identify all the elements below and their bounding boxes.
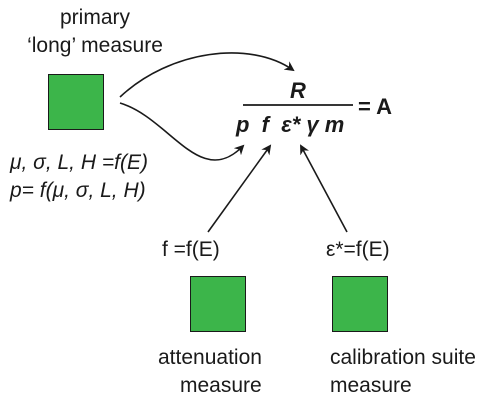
primary-title-line2: ‘long’ measure (27, 34, 163, 57)
arrow-calibration-to-epsilon (300, 144, 348, 233)
primary-equation-line2: p= f(μ, σ, L, H) (10, 179, 146, 202)
primary-measure-box (48, 74, 104, 130)
equation-numerator: R (290, 78, 306, 103)
calibration-label-line2: measure (330, 374, 412, 397)
equation-denominator: p f ε* γ m (236, 112, 345, 137)
arrow-attenuation-to-f (207, 144, 272, 233)
calibration-relation: ε*=f(E) (326, 238, 390, 261)
arrow-primary-to-numerator (119, 52, 295, 98)
attenuation-label-line1: attenuation (158, 346, 262, 369)
arrow-primary-to-denominator (119, 102, 245, 161)
calibration-label-line1: calibration suite (330, 346, 476, 369)
primary-equation-line1: μ, σ, L, H =f(E) (10, 151, 148, 174)
attenuation-measure-box (190, 276, 246, 332)
attenuation-label-line2: measure (180, 374, 262, 397)
calibration-measure-box (332, 276, 388, 332)
equation-result: = A (358, 94, 393, 119)
primary-title-line1: primary (59, 6, 130, 29)
attenuation-relation: f =f(E) (162, 238, 220, 261)
